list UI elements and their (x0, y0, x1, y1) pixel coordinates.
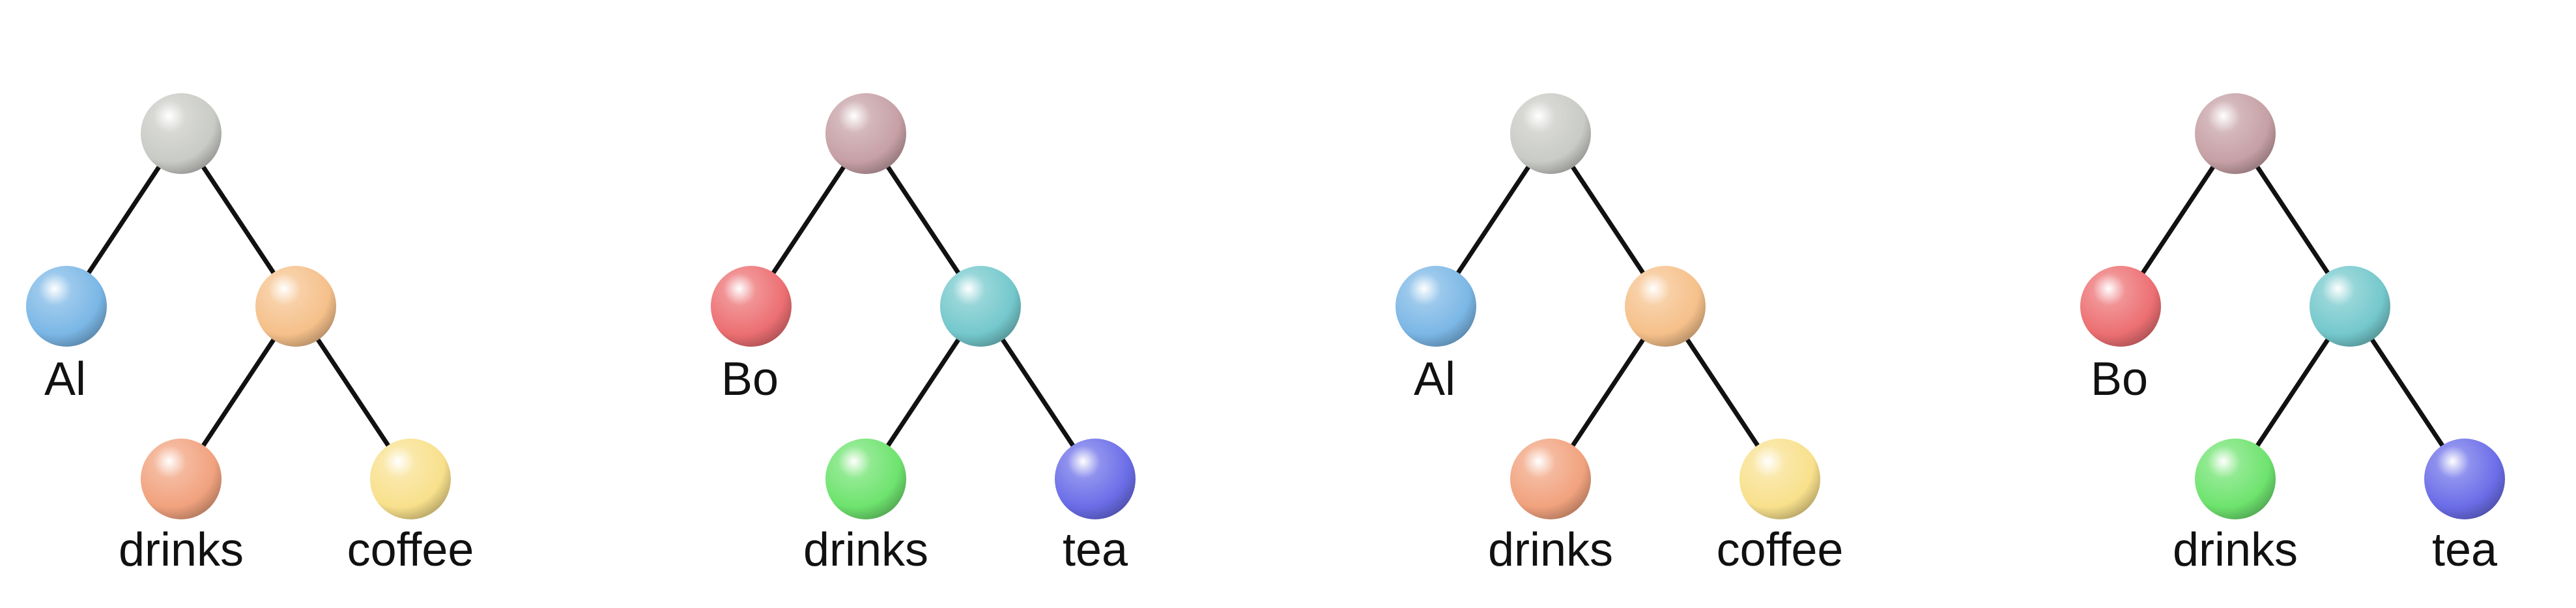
label-verb: drinks (1488, 524, 1613, 576)
node-root (825, 93, 906, 174)
edge-root-subject (1454, 162, 1532, 278)
tree-2: Bo drinks tea (711, 93, 1136, 576)
edge-root-predicate (199, 162, 278, 278)
node-verb (141, 439, 222, 519)
node-subject (711, 266, 792, 347)
edge-predicate-verb (2254, 335, 2332, 450)
label-subject: Al (44, 353, 86, 405)
node-predicate (2310, 266, 2390, 347)
tree-4: Bo drinks tea (2080, 93, 2505, 576)
label-object: coffee (347, 524, 474, 576)
label-subject: Bo (2091, 353, 2148, 405)
node-predicate (940, 266, 1021, 347)
edge-root-predicate (884, 162, 962, 278)
tree-3: Al drinks coffee (1395, 93, 1843, 576)
label-verb: drinks (119, 524, 244, 576)
node-subject (2080, 266, 2161, 347)
tree-1: Al drinks coffee (26, 93, 474, 576)
edge-root-subject (2139, 162, 2217, 278)
edge-predicate-verb (884, 335, 962, 450)
node-verb (1510, 439, 1591, 519)
edge-root-predicate (1569, 162, 1647, 278)
node-subject (26, 266, 107, 347)
label-verb: drinks (2173, 524, 2298, 576)
node-predicate (1625, 266, 1706, 347)
label-verb: drinks (803, 524, 928, 576)
node-predicate (255, 266, 336, 347)
node-root (1510, 93, 1591, 174)
node-root (2195, 93, 2276, 174)
node-object (1739, 439, 1820, 519)
label-object: tea (2432, 524, 2498, 576)
edge-predicate-object (1683, 335, 1762, 450)
edge-root-subject (85, 162, 163, 278)
node-verb (2195, 439, 2276, 519)
edge-root-predicate (2254, 162, 2332, 278)
node-object (2424, 439, 2505, 519)
node-object (1055, 439, 1136, 519)
node-verb (825, 439, 906, 519)
node-root (141, 93, 222, 174)
edge-predicate-verb (199, 335, 278, 450)
edge-predicate-verb (1569, 335, 1647, 450)
edge-predicate-object (999, 335, 1077, 450)
edge-predicate-object (2368, 335, 2446, 450)
node-subject (1395, 266, 1476, 347)
label-subject: Al (1414, 353, 1455, 405)
label-subject: Bo (721, 353, 779, 405)
edge-root-subject (769, 162, 848, 278)
label-object: tea (1063, 524, 1128, 576)
label-object: coffee (1717, 524, 1844, 576)
node-object (370, 439, 451, 519)
edge-predicate-object (314, 335, 392, 450)
